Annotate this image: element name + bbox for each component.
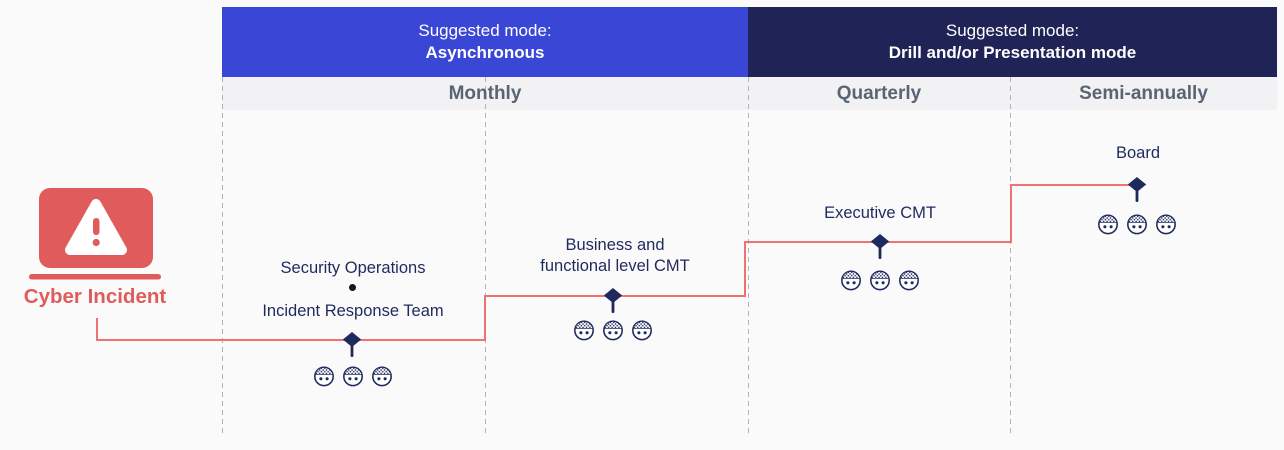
period-label-monthly: Monthly xyxy=(448,82,522,104)
person-face-icon xyxy=(342,365,364,387)
banner-prefix: Suggested mode: xyxy=(418,21,552,40)
period-label-semi-annually: Semi-annually xyxy=(1079,82,1208,104)
banner-mode: Drill and/or Presentation mode xyxy=(888,43,1137,62)
person-face-icon xyxy=(1155,213,1177,235)
stage1-label-line1: Security Operations xyxy=(280,259,426,277)
stage2-members xyxy=(573,319,653,341)
stage1-members xyxy=(313,365,393,387)
banner-prefix: Suggested mode: xyxy=(945,21,1080,40)
laptop-warning-icon xyxy=(29,188,161,280)
person-face-icon xyxy=(573,319,595,341)
stage2-label-line1: Business and xyxy=(565,236,665,254)
stage4-members xyxy=(1097,213,1177,235)
period-strip xyxy=(222,77,1277,110)
person-face-icon xyxy=(602,319,624,341)
person-face-icon xyxy=(631,319,653,341)
stage3-label: Executive CMT xyxy=(824,204,936,222)
person-face-icon xyxy=(313,365,335,387)
person-face-icon xyxy=(840,269,862,291)
stage2-diamond-marker-icon xyxy=(603,288,623,316)
stage2-label-line2: functional level CMT xyxy=(540,257,690,275)
stage1-separator-dot-icon xyxy=(349,284,356,291)
column-guide-2 xyxy=(485,77,486,437)
stage1-diamond-marker-icon xyxy=(342,332,362,360)
banner-suggested-mode-asynchronous: Suggested mode: Asynchronous xyxy=(222,7,748,77)
person-face-icon xyxy=(869,269,891,291)
column-guide-1 xyxy=(222,77,223,437)
stage3-members xyxy=(840,269,920,291)
person-face-icon xyxy=(1126,213,1148,235)
stage4-diamond-marker-icon xyxy=(1127,177,1147,205)
column-guide-4 xyxy=(1010,77,1011,437)
stage4-label: Board xyxy=(1115,144,1161,162)
person-face-icon xyxy=(1097,213,1119,235)
column-guide-3 xyxy=(748,77,749,437)
person-face-icon xyxy=(371,365,393,387)
stage1-label-line2: Incident Response Team xyxy=(262,302,444,320)
stage3-diamond-marker-icon xyxy=(870,234,890,262)
period-label-quarterly: Quarterly xyxy=(836,82,922,104)
source-label-cyber-incident: Cyber Incident xyxy=(23,285,167,308)
person-face-icon xyxy=(898,269,920,291)
banner-suggested-mode-drill-presentation: Suggested mode: Drill and/or Presentatio… xyxy=(748,7,1277,77)
banner-mode: Asynchronous xyxy=(425,43,545,62)
